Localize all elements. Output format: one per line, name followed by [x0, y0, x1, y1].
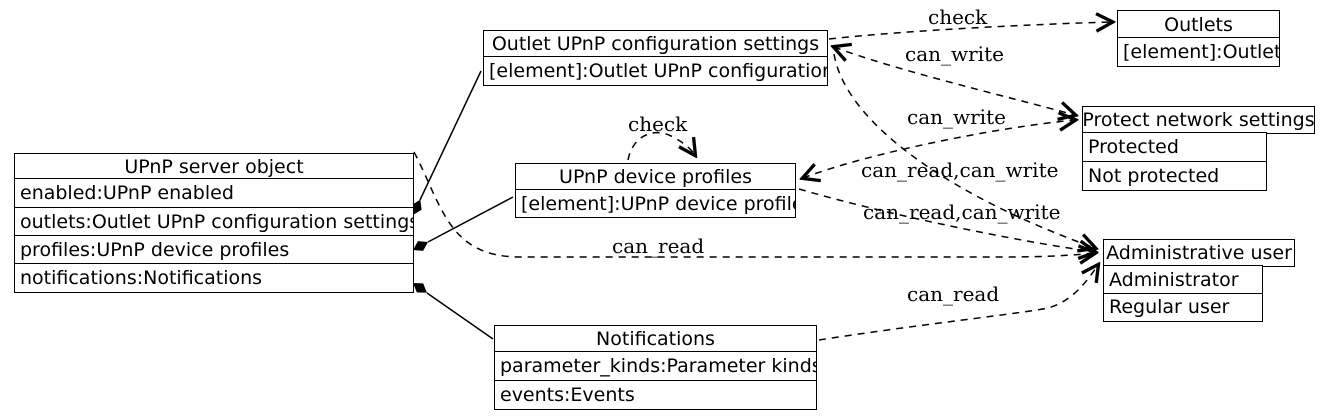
edge-crw-outlet-config-to-admin [833, 53, 1095, 248]
node-title: Outlet UPnP configuration settings [483, 30, 828, 58]
edge-label-can-write: can_write [905, 42, 1004, 66]
enum-protected: Protected [1082, 132, 1267, 163]
attr-enabled: enabled:UPnP enabled [14, 178, 414, 209]
node-title: UPnP device profiles [515, 163, 796, 191]
edge-can-write-device-profiles-protect [803, 120, 1075, 178]
node-title: Administrative user [1103, 239, 1295, 267]
edge-server-to-notifications [426, 292, 494, 340]
attr-profiles: profiles:UPnP device profiles [14, 234, 414, 265]
node-upnp-server-object: UPnP server object enabled:UPnP enabled … [14, 153, 414, 294]
edge-check-device-profiles-self-loop [627, 131, 695, 161]
attr-events: events:Events [494, 379, 817, 410]
edge-server-to-outlet-config [419, 70, 482, 201]
node-protect-network-settings: Protect network settings Protected Not p… [1082, 106, 1315, 191]
attr-element: [element]:Outlet UPnP configuration [483, 56, 828, 87]
edge-label-can-write: can_write [907, 105, 1006, 129]
attr-element: [element]:Outlet [1117, 37, 1280, 68]
node-title: Notifications [494, 325, 817, 353]
edge-label-can-read: can_read [907, 282, 1000, 306]
attr-element: [element]:UPnP device profile [515, 189, 796, 219]
node-notifications: Notifications parameter_kinds:Parameter … [494, 325, 817, 410]
attr-outlets: outlets:Outlet UPnP configuration settin… [14, 206, 414, 237]
edge-can-read-notifications-to-admin [818, 265, 1098, 341]
node-title: Protect network settings [1082, 106, 1315, 134]
node-administrative-user: Administrative user Administrator Regula… [1103, 239, 1295, 322]
node-title: UPnP server object [14, 153, 414, 180]
edge-label-can-read: can_read [612, 234, 705, 258]
edge-label-check: check [928, 5, 988, 29]
diamond-server-notifications [413, 283, 427, 293]
edge-server-to-device-profiles [427, 196, 514, 243]
attr-parameter-kinds: parameter_kinds:Parameter kinds [494, 351, 817, 382]
node-outlets: Outlets [element]:Outlet [1117, 10, 1280, 68]
enum-regular-user: Regular user [1103, 292, 1263, 322]
node-outlet-upnp-configuration-settings: Outlet UPnP configuration settings [elem… [483, 30, 828, 87]
edge-can-write-outlet-config-protect [834, 47, 1075, 115]
attr-notifications: notifications:Notifications [14, 263, 414, 294]
diamond-server-outlets [411, 199, 422, 215]
edge-check-outlet-config-to-outlets [828, 22, 1112, 40]
node-upnp-device-profiles: UPnP device profiles [element]:UPnP devi… [515, 163, 796, 219]
edge-label-check-self-loop: check [628, 112, 688, 136]
edge-label-can-read-can-write: can_read,can_write [861, 158, 1059, 182]
edge-label-can-read-can-write: can_read,can_write [863, 200, 1061, 224]
diamond-server-profiles [413, 241, 428, 251]
enum-administrator: Administrator [1103, 265, 1263, 295]
node-title: Outlets [1117, 10, 1280, 39]
enum-not-protected: Not protected [1082, 160, 1267, 191]
